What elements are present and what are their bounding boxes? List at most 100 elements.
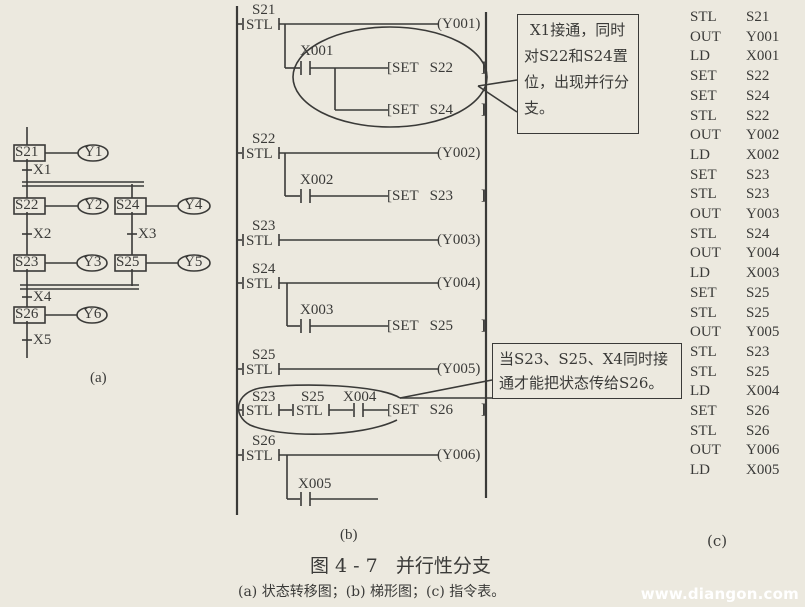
stl-label-s22: S22 (252, 131, 276, 147)
instruction-row: OUT Y001 (690, 28, 779, 48)
note-parallel-branch: X1接通，同时 对S22和S24置 位，出现并行分 支。 (517, 14, 639, 134)
output-Y5: Y5 (184, 254, 203, 270)
output-Y1: Y1 (84, 144, 103, 160)
instruction-arg: S26 (746, 422, 770, 439)
instruction-arg: S22 (746, 68, 770, 85)
contact-x001: X001 (300, 43, 334, 59)
instruction-arg: S23 (746, 166, 770, 183)
stl-text: STL (246, 17, 273, 33)
instruction-arg: S25 (746, 284, 770, 301)
instruction-row: SET S26 (690, 402, 779, 422)
instruction-arg: X002 (746, 146, 780, 163)
instruction-arg: S24 (746, 87, 770, 104)
coil-y005: (Y005) (437, 361, 481, 377)
coil-y004: (Y004) (437, 275, 481, 291)
rung-1 (237, 18, 488, 128)
step-S21: S21 (15, 144, 39, 160)
instruction-arg: X004 (746, 383, 780, 400)
instruction-op: OUT (690, 28, 721, 45)
instruction-arg: S25 (746, 304, 770, 321)
stl-text: STL (296, 403, 323, 419)
step-S26: S26 (15, 306, 39, 322)
note1-line: 对S22和S24置 (524, 47, 628, 65)
stl-text: STL (246, 448, 273, 464)
transition-X4: X4 (33, 289, 52, 305)
figure-title: 图 4 - 7 并行性分支 (310, 555, 491, 577)
bracket: ] (481, 102, 486, 118)
step-S23: S23 (15, 254, 39, 270)
note2-line: 通才能把状态传给S26。 (499, 374, 664, 392)
set-s22: [SET S22 (387, 60, 453, 76)
coil-y002: (Y002) (437, 145, 481, 161)
instruction-op: STL (690, 225, 717, 242)
set-s26: [SET S26 (387, 402, 453, 418)
instruction-op: SET (690, 87, 717, 104)
instruction-arg: Y001 (746, 28, 780, 45)
watermark: www.diangon.com (640, 585, 799, 603)
output-Y4: Y4 (184, 197, 203, 213)
set-s24: [SET S24 (387, 102, 453, 118)
instruction-row: STL S24 (690, 225, 779, 245)
step-S22: S22 (15, 197, 39, 213)
instruction-op: SET (690, 403, 717, 420)
output-Y2: Y2 (84, 197, 103, 213)
stl-text: STL (246, 403, 273, 419)
instruction-arg: Y006 (746, 442, 780, 459)
instruction-op: SET (690, 284, 717, 301)
panel-c-label: (c) (707, 532, 728, 550)
instruction-op: OUT (690, 127, 721, 144)
instruction-arg: S25 (746, 363, 770, 380)
figure-caption: (a) 状态转移图；(b) 梯形图；(c) 指令表。 (238, 584, 506, 600)
instruction-arg: X001 (746, 48, 780, 65)
rung-2 (237, 147, 438, 203)
instruction-arg: Y003 (746, 206, 780, 223)
instruction-row: SET S25 (690, 284, 779, 304)
rung-7 (237, 449, 438, 506)
stl-label-s23: S23 (252, 389, 276, 405)
coil-y003: (Y003) (437, 232, 481, 248)
stl-label-s23: S23 (252, 218, 276, 234)
instruction-row: STL S25 (690, 304, 779, 324)
bracket: ] (481, 318, 486, 334)
instruction-op: STL (690, 304, 717, 321)
contact-x003: X003 (300, 302, 334, 318)
instruction-arg: S24 (746, 225, 770, 242)
stl-label-s25: S25 (301, 389, 325, 405)
bracket: ] (481, 402, 486, 418)
instruction-arg: Y004 (746, 245, 780, 262)
instruction-op: LD (690, 462, 710, 479)
rung-6 (237, 379, 493, 436)
instruction-op: STL (690, 186, 717, 203)
instruction-op: OUT (690, 442, 721, 459)
instruction-arg: S26 (746, 403, 770, 420)
coil-y006: (Y006) (437, 447, 481, 463)
instruction-arg: S23 (746, 343, 770, 360)
stl-label-s24: S24 (252, 261, 276, 277)
instruction-op: STL (690, 422, 717, 439)
instruction-op: LD (690, 383, 710, 400)
stl-label-s25: S25 (252, 347, 276, 363)
coil-y001: (Y001) (437, 16, 481, 32)
rung-5 (237, 363, 438, 375)
rung-3 (237, 234, 438, 246)
stl-label-s26: S26 (252, 433, 276, 449)
contact-x005: X005 (298, 476, 332, 492)
instruction-row: OUT Y006 (690, 441, 779, 461)
stl-text: STL (246, 146, 273, 162)
step-S25: S25 (116, 254, 140, 270)
instruction-op: STL (690, 9, 717, 25)
instruction-arg: S22 (746, 107, 770, 124)
